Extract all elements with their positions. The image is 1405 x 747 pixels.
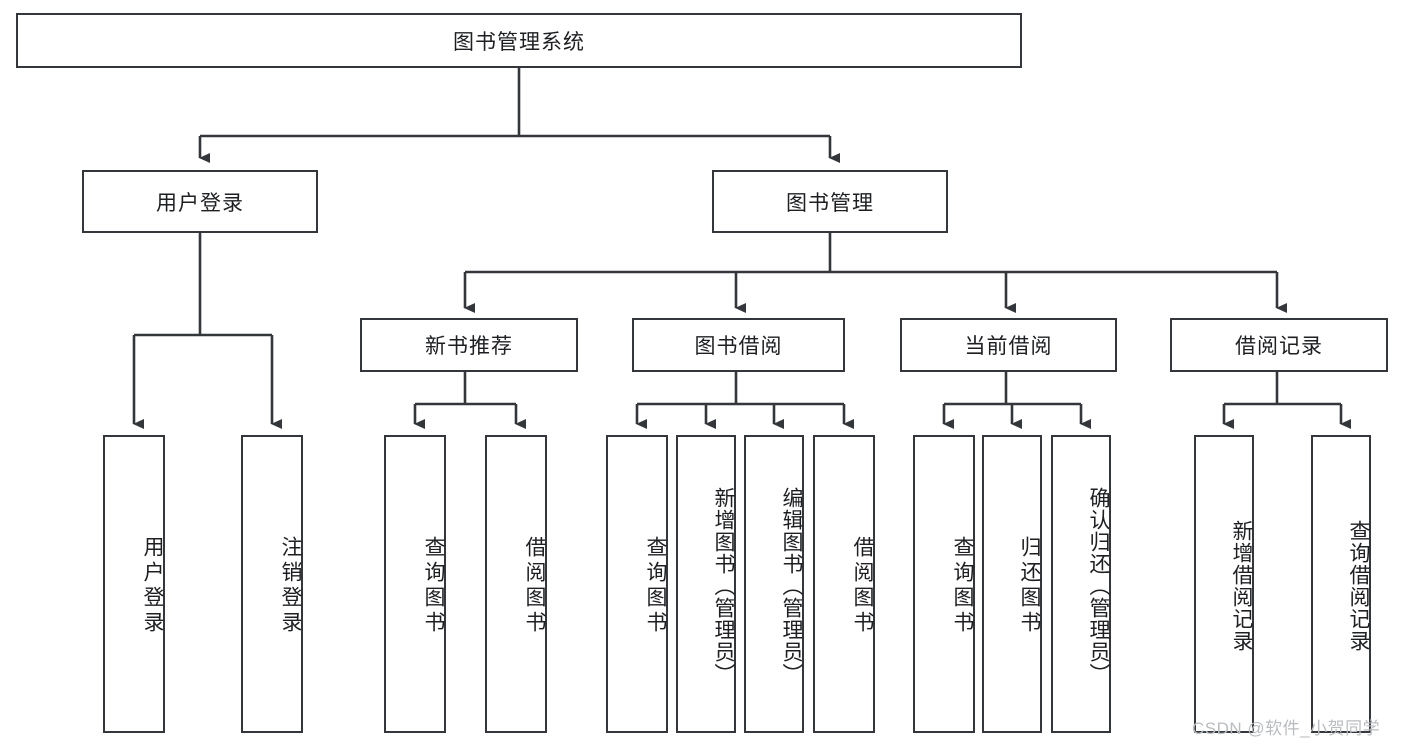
node-leaf-return-book[interactable]: 归还图书 xyxy=(982,435,1042,733)
node-leaf-borrow-book-2[interactable]: 借阅图书 xyxy=(813,435,875,733)
node-leaf-query-book-2[interactable]: 查询图书 xyxy=(606,435,668,733)
node-leaf-add-book-admin[interactable]: 新增图书（管理员） xyxy=(676,435,736,733)
node-leaf-edit-book-admin[interactable]: 编辑图书（管理员） xyxy=(744,435,804,733)
node-leaf-query-borrow-record[interactable]: 查询借阅记录 xyxy=(1311,435,1371,733)
node-leaf-query-book-1[interactable]: 查询图书 xyxy=(384,435,446,733)
node-root-book-management-system[interactable]: 图书管理系统 xyxy=(16,13,1022,68)
node-borrow-record[interactable]: 借阅记录 xyxy=(1170,318,1388,372)
node-leaf-logout[interactable]: 注销登录 xyxy=(241,435,303,733)
node-leaf-user-login[interactable]: 用户登录 xyxy=(103,435,165,733)
node-book-management[interactable]: 图书管理 xyxy=(712,170,948,233)
node-current-borrow[interactable]: 当前借阅 xyxy=(900,318,1117,372)
node-leaf-add-borrow-record[interactable]: 新增借阅记录 xyxy=(1194,435,1254,733)
node-leaf-query-book-3[interactable]: 查询图书 xyxy=(913,435,975,733)
node-leaf-borrow-book-1[interactable]: 借阅图书 xyxy=(485,435,547,733)
node-user-login[interactable]: 用户登录 xyxy=(82,170,318,233)
node-book-borrow[interactable]: 图书借阅 xyxy=(632,318,845,372)
csdn-watermark: CSDN @软件_小贺同学 xyxy=(1192,719,1381,738)
node-new-book-recommend[interactable]: 新书推荐 xyxy=(360,318,578,372)
node-leaf-confirm-return-admin[interactable]: 确认归还（管理员） xyxy=(1051,435,1111,733)
